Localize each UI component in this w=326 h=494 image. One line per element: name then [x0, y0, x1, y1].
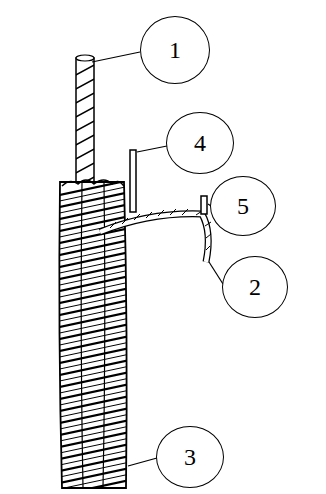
callout-circle: 2 — [222, 256, 288, 318]
callout-number: 3 — [184, 445, 196, 469]
rope-core — [70, 55, 100, 190]
rope-top-strands — [62, 180, 124, 186]
callout-circle: 1 — [140, 16, 210, 84]
leader-line — [209, 262, 223, 284]
callout-circle: 4 — [166, 112, 234, 174]
callout-number: 1 — [169, 38, 181, 62]
leader-line — [128, 458, 157, 466]
leader-line — [92, 52, 140, 62]
callout-number: 5 — [237, 194, 249, 218]
callout-circle: 5 — [210, 176, 276, 236]
callout-number: 4 — [194, 131, 206, 155]
callout-circle: 3 — [156, 426, 224, 488]
core-end — [76, 55, 94, 61]
core-twist — [76, 62, 94, 188]
callout-number: 2 — [249, 275, 261, 299]
cord-loop — [100, 196, 211, 262]
cord-end-standing — [130, 150, 136, 212]
leader-line — [137, 146, 167, 152]
